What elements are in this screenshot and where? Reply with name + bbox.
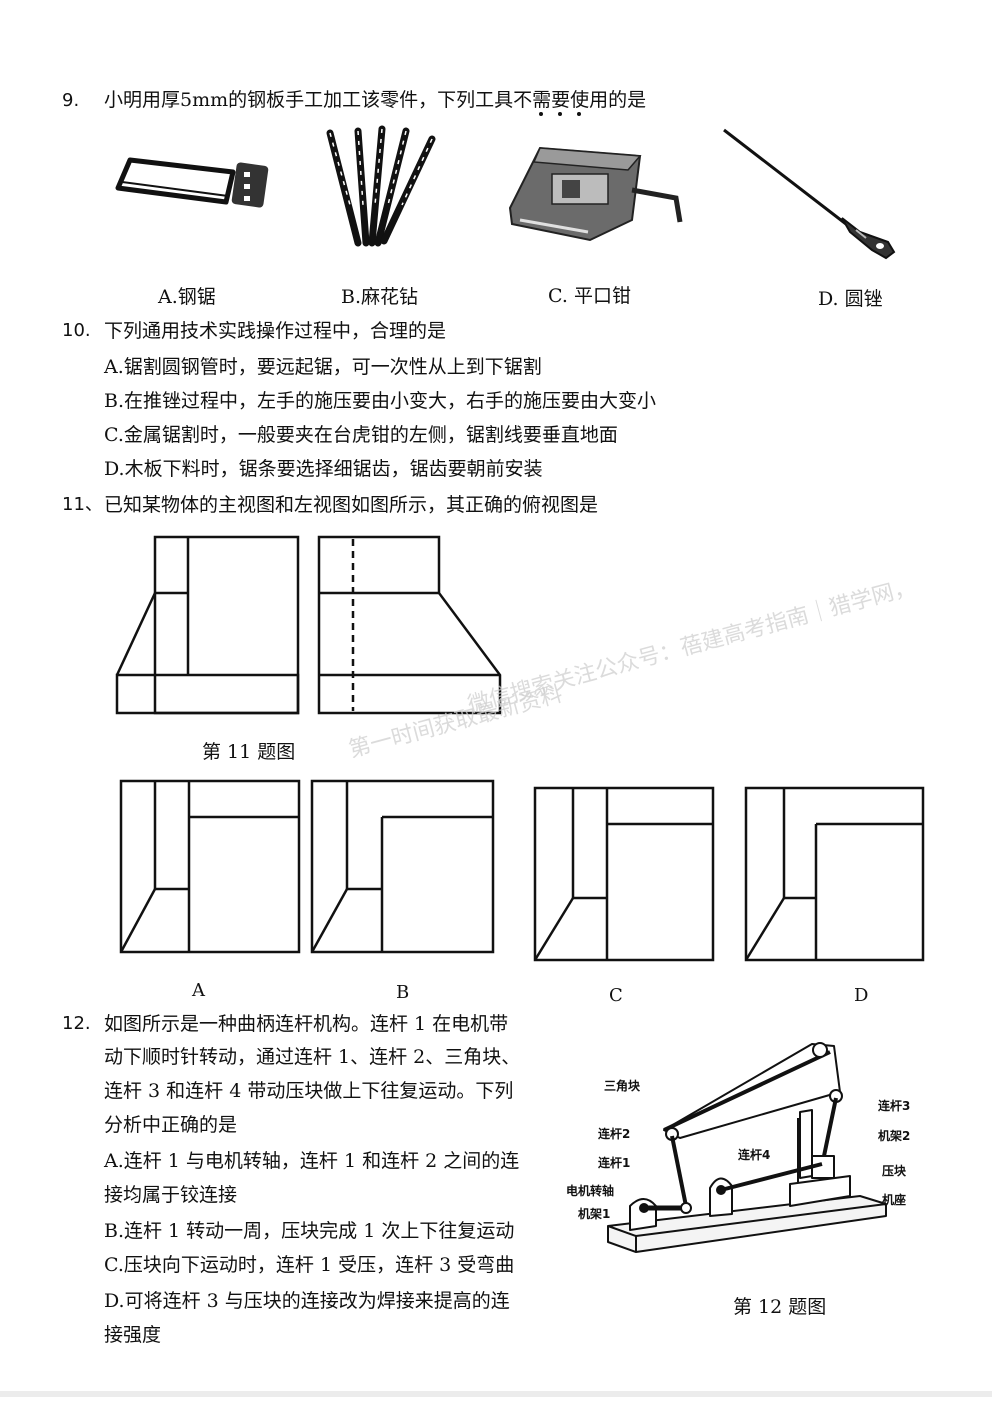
- label-rod-1: 连杆1: [598, 1156, 631, 1170]
- q11-figure-caption: 第 11 题图: [202, 741, 296, 763]
- crank-mechanism-drawing: [607, 1042, 887, 1253]
- label-frame-1: 机架1: [578, 1207, 611, 1221]
- q12-stem-line-2: 动下顺时针转动，通过连杆 1、连杆 2、三角块、: [104, 1046, 521, 1068]
- q11-option-b-label: B: [396, 982, 410, 1003]
- twist-drill-image: [326, 125, 436, 247]
- q9-stem: 小明用厚5mm的钢板手工加工该零件，下列工具不需要使用的是: [104, 89, 647, 111]
- q9-option-c: C. 平口钳: [548, 285, 631, 307]
- q12-option-d-line-2: 接强度: [104, 1324, 162, 1346]
- q11-option-c-drawing: [533, 786, 715, 962]
- q10-option-b: B.在推锉过程中，左手的施压要由小变大，右手的施压要由大变小: [104, 390, 657, 412]
- q11-number: 11、: [62, 494, 103, 515]
- q9-option-d: D. 圆锉: [818, 288, 883, 310]
- emphasis-dot: [558, 112, 562, 116]
- front-view-drawing: [115, 535, 300, 715]
- q12-stem-line-1: 如图所示是一种曲柄连杆机构。连杆 1 在电机带: [104, 1013, 509, 1035]
- label-rod-4: 连杆4: [738, 1148, 771, 1162]
- hacksaw-image: [115, 157, 269, 208]
- q11-option-d-drawing: [744, 786, 925, 962]
- q12-stem-line-3: 连杆 3 和连杆 4 带动压块做上下往复运动。下列: [104, 1080, 514, 1102]
- q12-figure-caption: 第 12 题图: [733, 1296, 827, 1318]
- q12-option-b: B.连杆 1 转动一周，压块完成 1 次上下往复运动: [104, 1220, 515, 1242]
- flat-vise-image: [508, 146, 683, 242]
- q9-option-a: A.钢锯: [158, 286, 216, 308]
- q11-option-b-drawing: [310, 779, 495, 954]
- q10-number: 10.: [62, 320, 91, 341]
- q12-option-a-line-1: A.连杆 1 与电机转轴，连杆 1 和连杆 2 之间的连: [104, 1150, 520, 1172]
- q12-option-a-line-2: 接均属于铰连接: [104, 1184, 238, 1206]
- label-frame-2: 机架2: [878, 1129, 911, 1143]
- q9-option-b: B.麻花钻: [341, 286, 419, 308]
- q9-number: 9.: [62, 90, 80, 111]
- label-rod-3: 连杆3: [878, 1099, 911, 1113]
- q10-option-d: D.木板下料时，锯条要选择细锯齿，锯齿要朝前安装: [104, 458, 543, 480]
- label-machine-base: 机座: [882, 1193, 907, 1207]
- label-pressing-block: 压块: [882, 1164, 907, 1178]
- q12-number: 12.: [62, 1013, 91, 1034]
- label-motor-shaft: 电机转轴: [566, 1184, 615, 1198]
- q10-option-c: C.金属锯割时，一般要夹在台虎钳的左侧，锯割线要垂直地面: [104, 424, 618, 446]
- q12-option-d-line-1: D.可将连杆 3 与压块的连接改为焊接来提高的连: [104, 1290, 510, 1312]
- q10-option-a: A.锯割圆钢管时，要远起锯，可一次性从上到下锯割: [104, 356, 542, 378]
- q11-option-d-label: D: [854, 985, 869, 1006]
- label-rod-2: 连杆2: [598, 1127, 631, 1141]
- q12-option-c: C.压块向下运动时，连杆 1 受压，连杆 3 受弯曲: [104, 1254, 515, 1276]
- q11-option-a-drawing: [119, 779, 301, 954]
- q11-stem: 已知某物体的主视图和左视图如图所示，其正确的俯视图是: [104, 494, 599, 516]
- left-view-drawing: [317, 535, 502, 715]
- label-triangle-block: 三角块: [604, 1079, 641, 1093]
- emphasis-dot: [577, 112, 581, 116]
- emphasis-dot: [539, 112, 543, 116]
- page-bottom-border: [0, 1391, 992, 1397]
- q11-option-c-label: C: [609, 985, 623, 1006]
- q10-stem: 下列通用技术实践操作过程中，合理的是: [104, 320, 447, 342]
- round-file-image: [723, 128, 896, 260]
- q11-option-a-label: A: [192, 980, 205, 1001]
- q12-stem-line-4: 分析中正确的是: [104, 1114, 238, 1136]
